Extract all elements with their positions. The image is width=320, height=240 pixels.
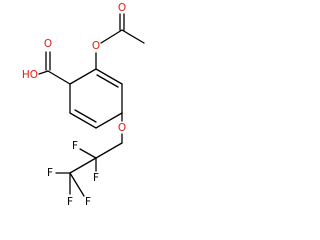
ester-bridge-oxygen-label: O — [92, 40, 100, 52]
fluorine-label-3: F — [47, 167, 53, 179]
ch2-cf2-bond — [95, 142, 123, 159]
fluorine-label-1: F — [72, 140, 78, 152]
benzene-ring — [69, 68, 123, 129]
ring-bond-1 — [69, 68, 97, 85]
acetoxy-oxygen-carbon-bond — [100, 29, 123, 44]
ring-bond-2 — [95, 68, 123, 85]
fluorine-label-5: F — [85, 196, 91, 208]
fluorine-label-2: F — [93, 172, 99, 184]
acid-carbonyl-oxygen-label: O — [44, 38, 52, 50]
ring-bond-5 — [69, 112, 97, 129]
ring-bond-5-inner — [74, 109, 97, 123]
hydroxyl-label: HO — [22, 69, 38, 81]
ring-bond-2-inner — [96, 74, 119, 88]
cf2-cf3-bond — [69, 157, 97, 174]
cf2-fluorine-bond-1 — [79, 148, 97, 159]
cf3-fluorine-bond-3 — [69, 172, 85, 197]
ether-oxygen-label: O — [118, 122, 126, 134]
ring-bond-4 — [95, 112, 123, 129]
acetoxy-group: O O — [92, 2, 145, 70]
pentafluoropropoxy-group: O F F F F F — [47, 112, 126, 208]
ester-carbonyl-oxygen-label: O — [118, 2, 126, 14]
acid-carbon-bond — [47, 70, 71, 85]
acetyl-methyl-bond — [121, 29, 145, 44]
carboxylic-acid-group: HO O — [22, 38, 71, 85]
chemical-structure: HO O O O O F F F F F — [22, 2, 145, 208]
acid-hydroxyl-bond — [38, 70, 49, 75]
fluorine-label-4: F — [67, 196, 73, 208]
